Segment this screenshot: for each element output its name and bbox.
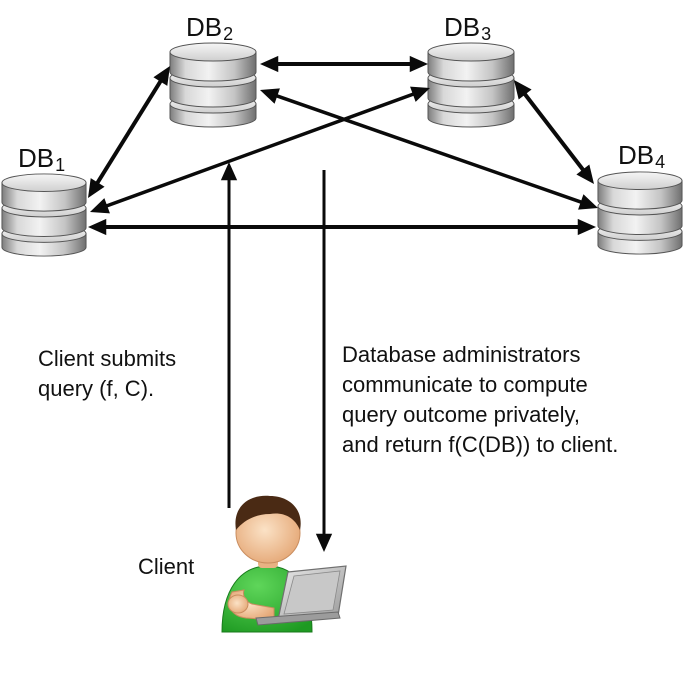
arrowhead [578, 194, 598, 210]
db3-name: DB [444, 12, 480, 42]
arrow-db2-db4 [270, 92, 588, 206]
arrowhead [220, 162, 238, 181]
svg-text:DB1: DB1 [18, 143, 65, 175]
database-communication-arrows [88, 55, 598, 236]
database-icon [169, 42, 257, 128]
admins-line2: communicate to compute [342, 372, 588, 397]
database-db2: DB2 [169, 12, 257, 128]
arrowhead [410, 86, 430, 102]
db4-subscript: 4 [655, 152, 665, 172]
client-submits-caption: Client submits query (f, C). [38, 346, 182, 401]
admins-caption: Database administrators communicate to c… [342, 342, 618, 457]
arrowhead [409, 55, 428, 73]
client-submits-line1: Client submits [38, 346, 176, 371]
db2-subscript: 2 [223, 24, 233, 44]
admins-line3: query outcome privately, [342, 402, 580, 427]
arrow-db1-db3 [100, 90, 420, 210]
arrowhead [260, 88, 280, 104]
arrowhead [514, 80, 532, 100]
arrowhead [576, 164, 594, 184]
admins-line1: Database administrators [342, 342, 580, 367]
arrowhead [88, 218, 107, 236]
admins-line4: and return f(C(DB)) to client. [342, 432, 618, 457]
svg-text:DB3: DB3 [444, 12, 491, 44]
svg-text:DB4: DB4 [618, 140, 665, 172]
client-submits-line2: query (f, C). [38, 376, 154, 401]
db2-name: DB [186, 12, 222, 42]
laptop-icon [255, 565, 347, 626]
svg-text:DB2: DB2 [186, 12, 233, 44]
db3-subscript: 3 [481, 24, 491, 44]
database-db3: DB3 [427, 12, 515, 128]
database-icon [427, 42, 515, 128]
database-db4: DB4 [597, 140, 683, 255]
client-label: Client [138, 554, 194, 579]
arrow-db1-db2 [92, 75, 166, 189]
arrowhead [315, 533, 333, 552]
arrowhead [153, 66, 170, 86]
db1-subscript: 1 [55, 155, 65, 175]
database-icon [1, 173, 87, 257]
database-icon [597, 171, 683, 255]
arrowhead [90, 198, 110, 214]
arrowhead [88, 178, 105, 198]
db4-name: DB [618, 140, 654, 170]
client-query-arrows [220, 162, 333, 552]
arrowhead [577, 218, 596, 236]
db1-name: DB [18, 143, 54, 173]
database-db1: DB1 [1, 143, 87, 257]
arrow-db3-db4 [519, 88, 589, 176]
arrowhead [260, 55, 279, 73]
